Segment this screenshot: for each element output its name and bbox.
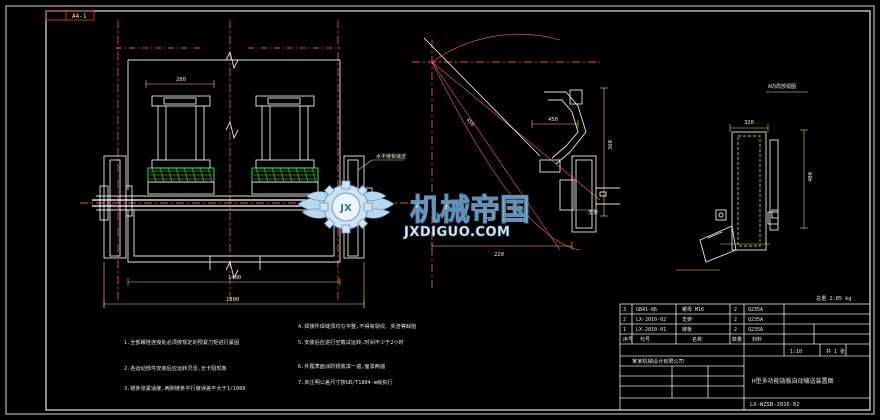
part-row-code: LX-2010-01: [636, 327, 666, 333]
part-row-mat: Q235A: [748, 317, 763, 323]
technical-notes: 1.全部螺栓连接处必须按规定的预紧力矩进行紧固 2.各运动部件安装后应运转灵活,…: [124, 322, 416, 392]
note-right-4: 7.未注明公差尺寸按GB/T1804-m级执行: [298, 378, 393, 386]
note-right-1: 4.焊接件焊缝须均匀平整,不得有裂纹、夹渣等缺陷: [298, 322, 416, 330]
header-mat: 材料: [752, 336, 762, 343]
drawing-title: H型多功能链板自动输送装置图: [752, 377, 834, 385]
part-row-no: 2: [623, 317, 626, 323]
part-row-code: GB41-86: [636, 307, 657, 313]
title-block: [619, 303, 871, 411]
sheet-info: 共 1 张: [826, 348, 845, 355]
scale-value: 1:10: [790, 349, 802, 355]
dim-360: 360: [608, 140, 614, 150]
note-right-3: 6.外露表面涂防锈底漆一遍,面漆两遍: [298, 362, 386, 370]
watermark-en: JXDIGUO.COM: [403, 225, 510, 240]
side-view: [412, 33, 620, 290]
part-row-qty: 2: [734, 317, 737, 323]
weight-label: 总重 2.85 kg: [816, 294, 851, 302]
watermark: JX 机械帝国 JXDIGUO.COM: [297, 180, 531, 240]
front-view: [80, 20, 420, 308]
dim-400: 400: [808, 172, 814, 182]
header-code: 代号: [640, 336, 650, 343]
header-no: 序号: [623, 336, 633, 343]
parts-list: 3 GB41-86 螺母 M16 2 Q235A 2 LX-2010-02 支架…: [623, 306, 763, 343]
detail-label: A向局部视图: [768, 83, 796, 90]
part-row-mat: Q235A: [748, 307, 763, 313]
note-left-3: 3.链条张紧适度,两侧链条平行度误差不大于1/1000: [124, 384, 245, 392]
detail-view: [676, 91, 808, 271]
part-row-qty: 2: [734, 307, 737, 313]
dim-1400: 1400: [228, 275, 241, 281]
part-row-no: 3: [623, 307, 626, 313]
note-right-2: 5.安装后应进行空载试运转,时间不少于2小时: [298, 338, 404, 346]
dim-1800: 1800: [226, 297, 239, 303]
dim-280: 280: [176, 77, 186, 83]
part-row-name: 链板: [682, 326, 692, 333]
drawing-number: LX-WZSB-2026-02: [750, 402, 800, 408]
gear-icon: JX: [319, 180, 373, 234]
top-tag: A4-1: [45, 10, 95, 21]
support-label: 支架: [588, 209, 598, 216]
part-row-mat: Q235A: [748, 327, 763, 333]
inner-frame: [45, 10, 871, 411]
watermark-cn: 机械帝国: [410, 193, 530, 228]
company-name: 某某机械设计有限公司: [632, 357, 684, 365]
dim-320: 320: [744, 120, 754, 126]
header-qty: 数量: [732, 336, 742, 343]
part-row-qty: 2: [734, 327, 737, 333]
dim-450: 450: [548, 117, 558, 123]
chain-label: 水平链板输送: [376, 153, 406, 160]
top-tag-text: A4-1: [72, 13, 87, 20]
part-row-name: 螺母 M16: [682, 306, 704, 313]
part-row-code: LX-2010-02: [636, 317, 666, 323]
outer-frame: [5, 5, 875, 415]
part-row-no: 1: [623, 327, 626, 333]
badge-text: JX: [339, 203, 352, 214]
dim-slash: 450: [465, 117, 476, 128]
note-left-1: 1.全部螺栓连接处必须按规定的预紧力矩进行紧固: [124, 338, 239, 346]
note-left-2: 2.各运动部件安装后应运转灵活,无卡阻现象: [124, 364, 227, 372]
dim-220: 220: [494, 252, 504, 258]
part-row-name: 支架: [682, 316, 692, 323]
header-name: 名称: [692, 336, 702, 343]
